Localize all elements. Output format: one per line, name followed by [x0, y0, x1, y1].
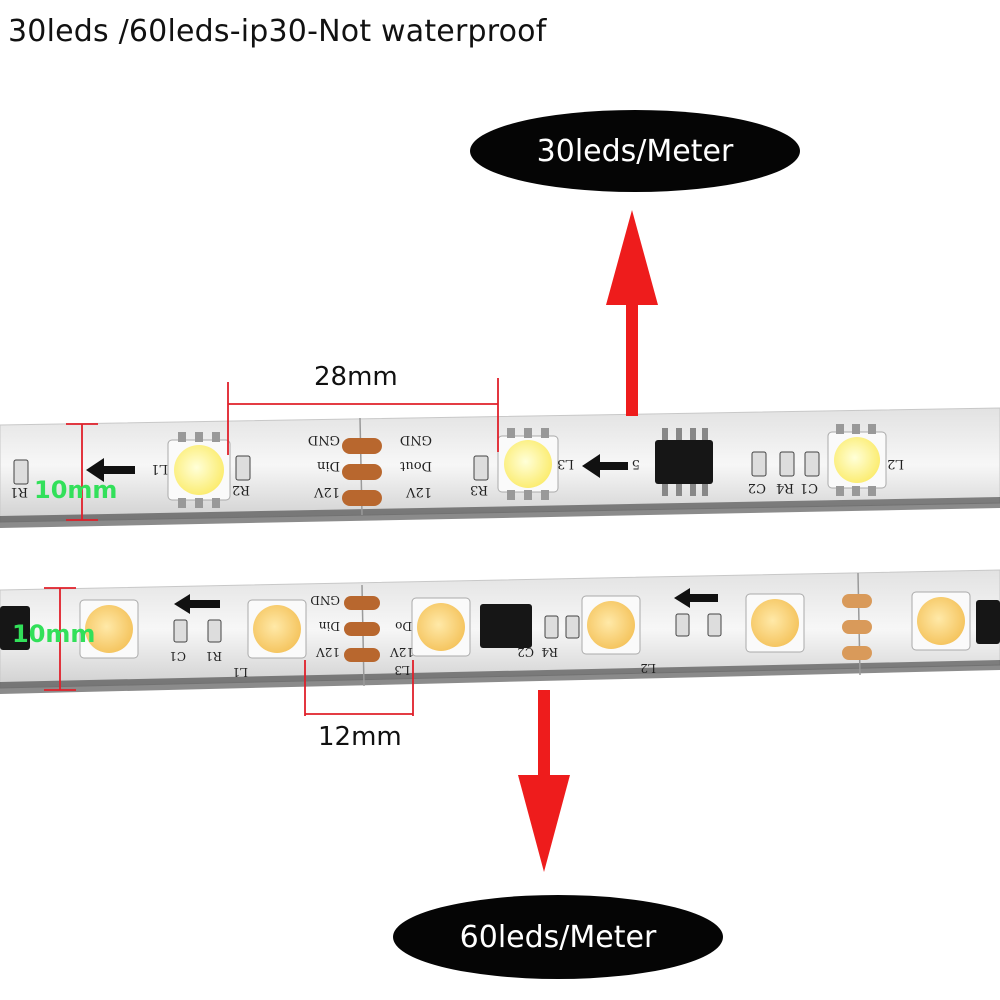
density-badge-30-text: 30leds/Meter — [536, 133, 734, 169]
comp-c2: C2 — [748, 480, 766, 495]
spacing-label-28mm: 28mm — [314, 362, 398, 392]
silkscreen-top: GND Din 12V GND Dout 12V L1 R2 R1 R3 L3 … — [10, 432, 904, 499]
led-60-6 — [911, 591, 971, 651]
measure-28mm — [227, 378, 499, 455]
width-label-top: 10mm — [34, 476, 118, 504]
measure-12mm — [304, 660, 414, 716]
led-60-4 — [581, 595, 641, 655]
led-60-3 — [411, 597, 471, 657]
solder-pads-top — [342, 438, 382, 506]
strip-60leds — [0, 569, 1000, 694]
pad-label-12v-out: 12V — [405, 484, 432, 499]
arrow-up-icon — [606, 210, 658, 416]
comp-c1: C1 — [169, 649, 186, 663]
pad-label-din: Din — [316, 458, 340, 473]
comp-l1: L1 — [232, 665, 248, 679]
solder-pads-bottom — [344, 594, 872, 662]
heading: 30leds /60leds-ip30-Not waterproof — [8, 14, 547, 49]
comp-5: 5 — [632, 456, 640, 471]
density-badge-60-text: 60leds/Meter — [459, 919, 657, 955]
led-30-3 — [827, 424, 887, 496]
comp-c1: C1 — [800, 480, 818, 495]
comp-r3: R3 — [470, 482, 488, 497]
density-badge-60: 60leds/Meter — [393, 895, 723, 979]
passive-components-top — [13, 451, 820, 485]
comp-l2: L2 — [640, 661, 656, 675]
led-30-1 — [167, 432, 231, 508]
spacing-label-12mm: 12mm — [318, 722, 402, 752]
pad-label-do: Do — [395, 619, 412, 633]
led-30-2 — [497, 428, 559, 500]
comp-r4: R4 — [776, 480, 794, 495]
density-badge-30: 30leds/Meter — [470, 110, 800, 192]
pad-label-12v: 12V — [316, 645, 340, 659]
comp-c2: C2 — [517, 645, 534, 659]
pad-label-12v-out: 12V — [390, 645, 414, 659]
comp-r1: R1 — [205, 649, 222, 663]
arrow-down-icon — [518, 690, 570, 872]
pad-label-dout: Dout — [399, 458, 432, 473]
data-direction-arrow-icon — [174, 588, 718, 614]
comp-r1: R1 — [10, 484, 28, 499]
pad-label-12v-in: 12V — [313, 484, 340, 499]
pad-label-gnd-in: GND — [308, 432, 340, 447]
driver-chips-bottom — [0, 600, 1000, 650]
width-label-bottom: 10mm — [12, 620, 96, 648]
measure-width-top — [66, 423, 98, 521]
comp-l3: L3 — [394, 663, 410, 677]
comp-l3: L3 — [557, 456, 574, 471]
comp-l2: L2 — [887, 456, 904, 471]
measure-width-bottom — [44, 587, 76, 691]
pad-label-gnd: GND — [310, 593, 340, 607]
led-60-5 — [745, 593, 805, 653]
comp-r2: R2 — [232, 482, 250, 497]
silkscreen-bottom: GND Din 12V Do 12V C1 R1 L1 R4 C2 L2 L3 — [169, 593, 656, 679]
led-60-2 — [247, 599, 307, 659]
pad-label-din: Din — [319, 619, 340, 633]
comp-r4: R4 — [541, 645, 558, 659]
data-direction-arrow-icon — [86, 454, 628, 482]
comp-l1: L1 — [151, 461, 168, 476]
pad-label-gnd-out: GND — [400, 432, 432, 447]
driver-chip-top — [655, 428, 713, 496]
led-60-1 — [79, 599, 139, 659]
passive-components-bottom — [173, 613, 722, 643]
strip-30leds — [0, 407, 1000, 528]
